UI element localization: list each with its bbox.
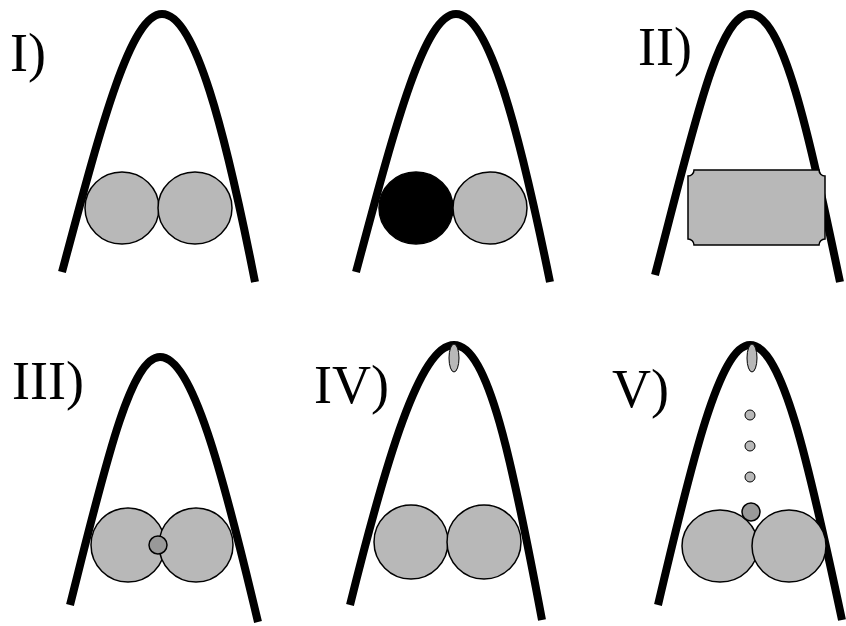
grey-circle	[374, 505, 448, 579]
panel-number: II)	[638, 17, 692, 77]
small-dot	[742, 503, 760, 521]
panel-label: IV)	[314, 358, 389, 412]
black-circle	[379, 172, 453, 244]
panel-label: II)	[638, 20, 692, 74]
trail-dot	[745, 410, 755, 420]
small-dot	[149, 536, 167, 554]
arch-outline	[658, 345, 842, 620]
grey-circle	[159, 508, 233, 582]
tip-mark	[449, 344, 459, 372]
fused-block	[688, 170, 825, 245]
arch-outline	[356, 14, 550, 282]
panel-number: III)	[12, 351, 84, 411]
panel-label: III)	[12, 354, 84, 408]
arch-outline	[62, 14, 255, 282]
arch-outline	[70, 357, 258, 622]
grey-circle	[752, 510, 826, 582]
grey-circle	[85, 172, 159, 244]
trail-dot	[745, 472, 755, 482]
tip-mark	[747, 344, 757, 372]
grey-circle	[453, 172, 527, 244]
grey-circle	[158, 172, 232, 244]
grey-circle	[447, 505, 521, 579]
trail-dot	[745, 441, 755, 451]
panel-label: I)	[10, 26, 46, 80]
panel-number: IV)	[314, 355, 389, 415]
grey-circle	[682, 510, 758, 582]
panel-number: I)	[10, 23, 46, 83]
panel-label: V)	[612, 362, 669, 416]
panel-number: V)	[612, 359, 669, 419]
